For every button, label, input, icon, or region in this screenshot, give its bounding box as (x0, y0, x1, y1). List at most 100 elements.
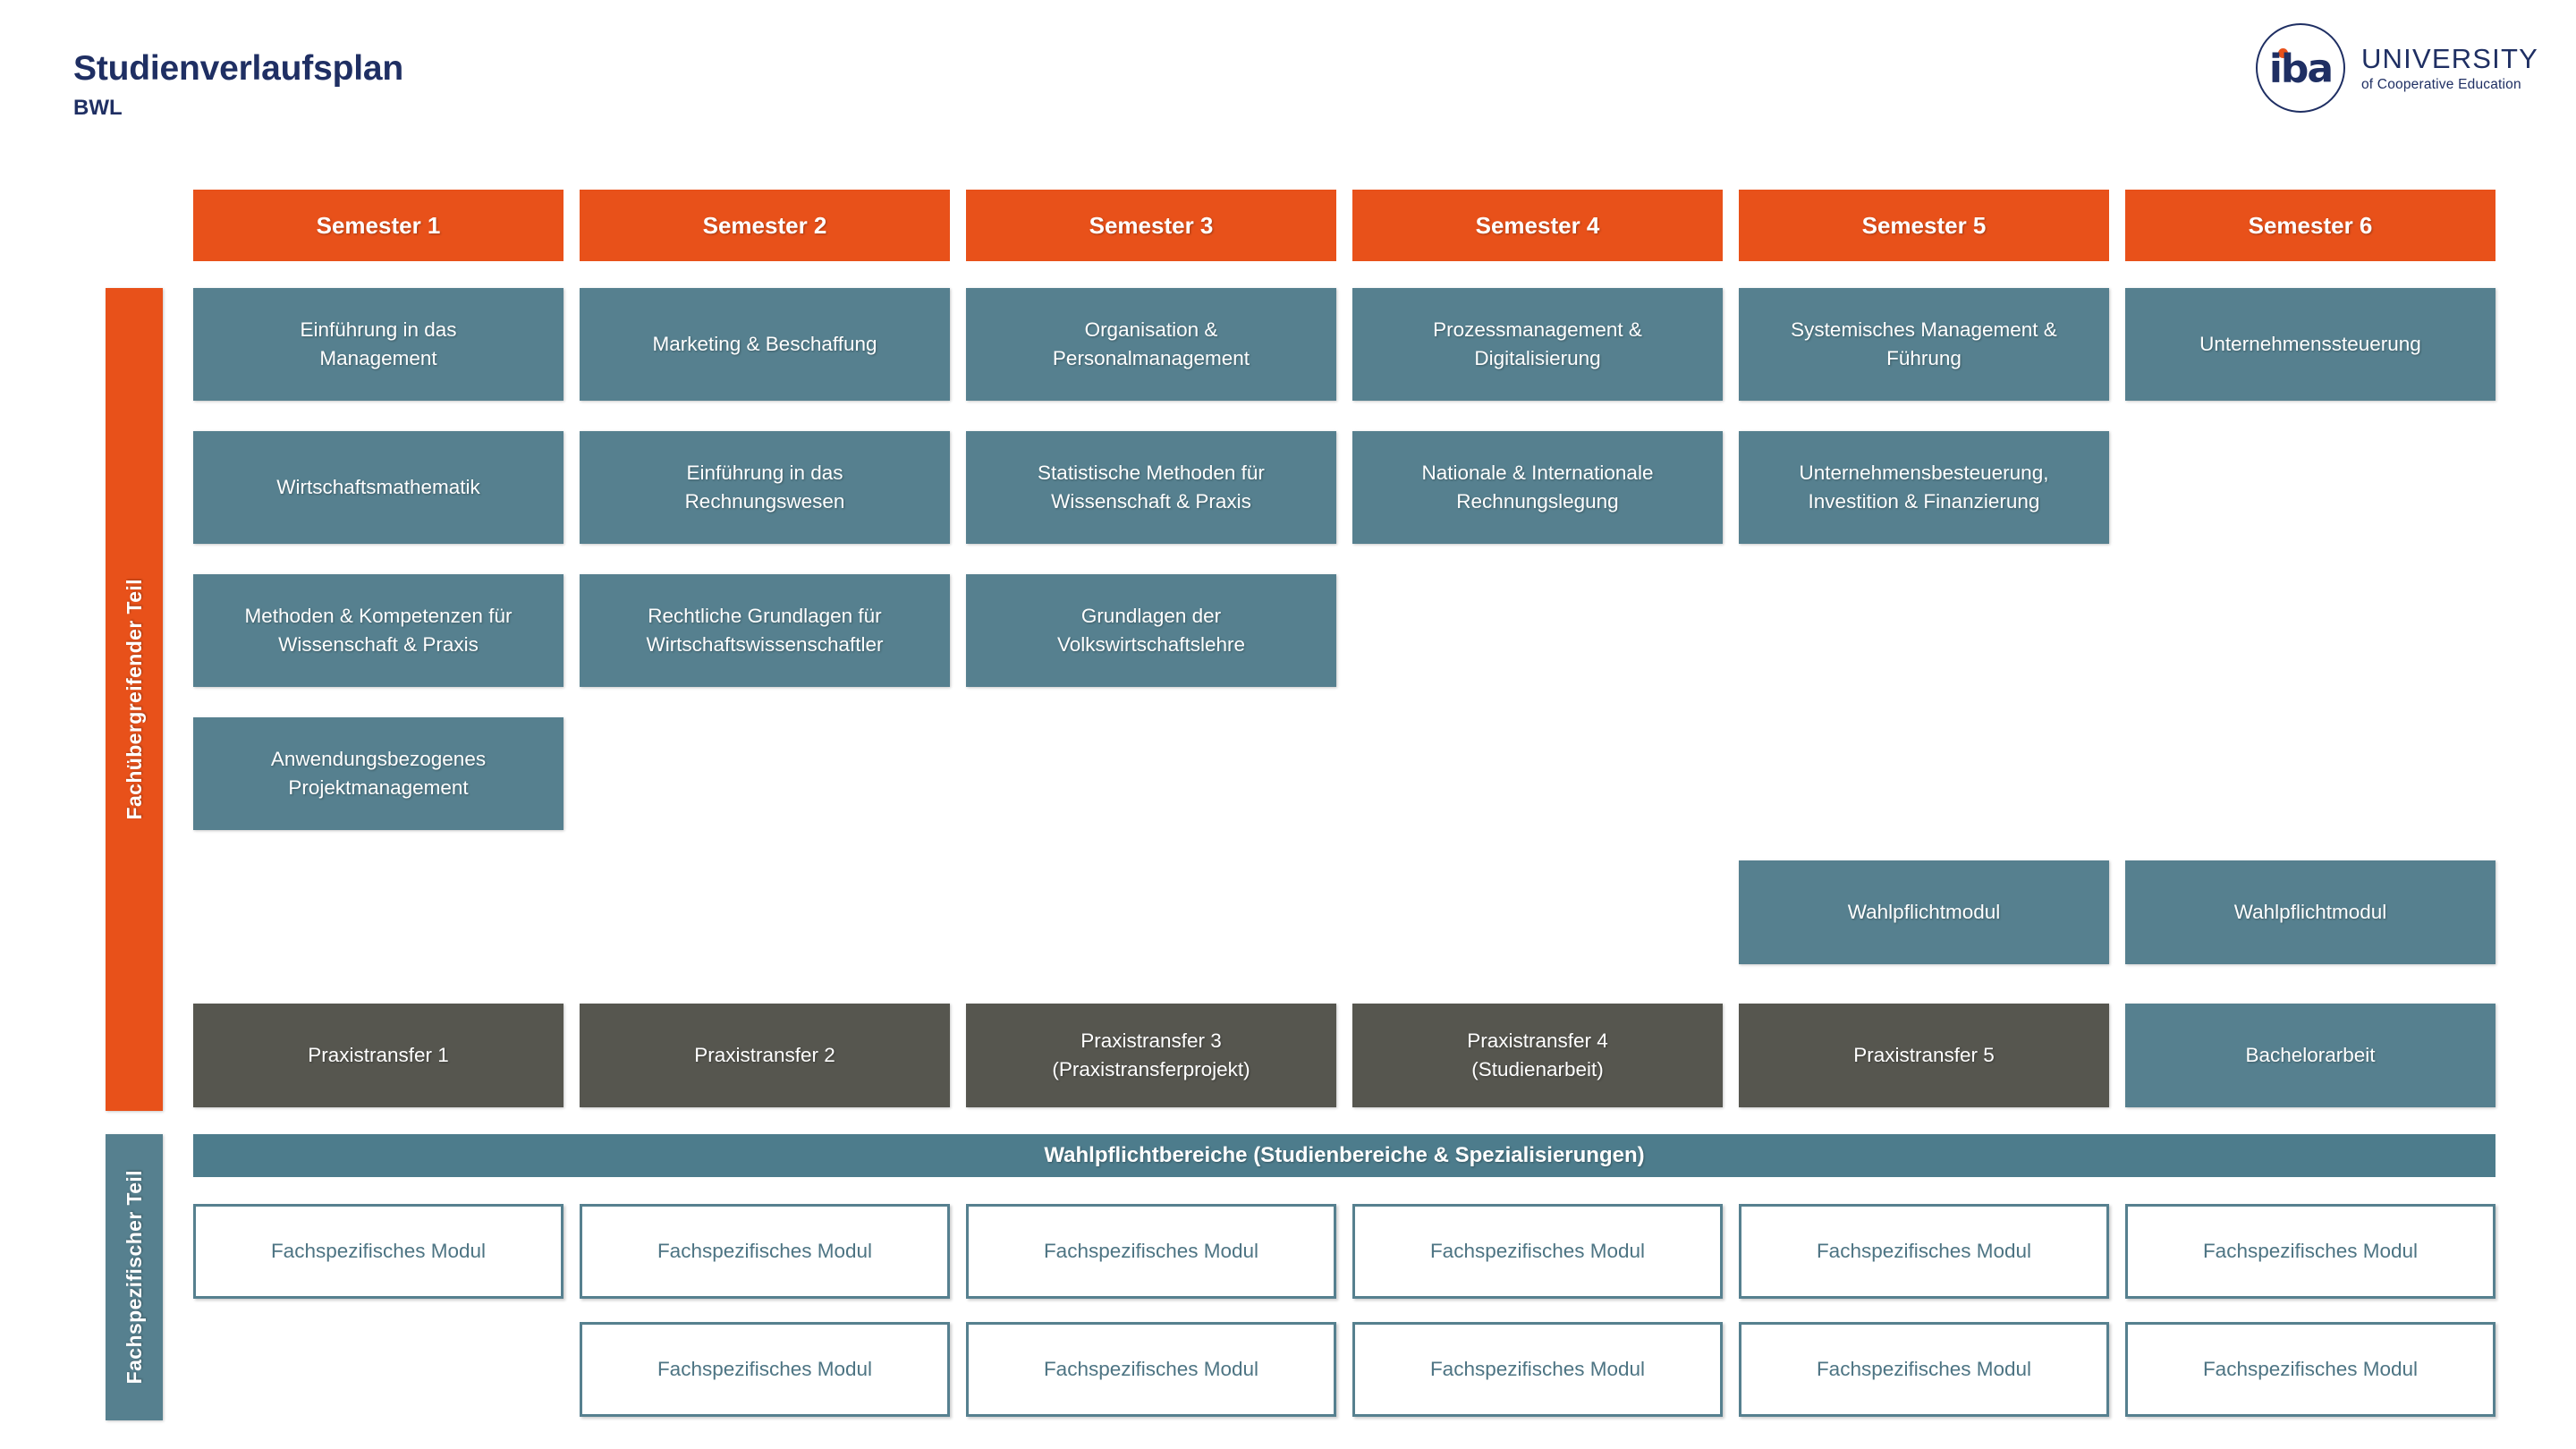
module-cell-line: Rechnungswesen (684, 490, 845, 513)
module-cell-label: Praxistransfer 3 (Praxistransferprojekt) (1052, 1027, 1250, 1084)
module-cell-line: (Studienarbeit) (1471, 1058, 1604, 1080)
module-cell-line: (Praxistransferprojekt) (1052, 1058, 1250, 1080)
semester-header-label: Semester 5 (1861, 211, 1987, 239)
module-cell[interactable]: Unternehmensbesteuerung,Investition & Fi… (1739, 431, 2109, 544)
module-cell-line: Organisation & (1084, 318, 1218, 342)
module-cell-label: Fachspezifisches Modul (2203, 1355, 2418, 1384)
semester-header-label: Semester 4 (1475, 211, 1600, 239)
module-cell-label: Bachelorarbeit (2245, 1041, 2375, 1070)
semester-header-1[interactable]: Semester 1 (193, 190, 564, 261)
module-cell-line: Marketing & Beschaffung (652, 333, 877, 356)
side-label-text: Fachspezifischer Teil (122, 1170, 146, 1385)
module-cell-line: Volkswirtschaftslehre (1056, 633, 1246, 656)
module-cell[interactable]: Systemisches Management &Führung (1739, 288, 2109, 401)
module-cell-label: Fachspezifisches Modul (271, 1237, 486, 1266)
module-cell-label: Fachspezifisches Modul (1817, 1237, 2031, 1266)
side-label-fachspezifisch: Fachspezifischer Teil (106, 1134, 163, 1420)
module-cell[interactable]: Fachspezifisches Modul (1352, 1322, 1723, 1417)
module-cell-line: Führung (1886, 347, 1962, 369)
semester-header-2[interactable]: Semester 2 (580, 190, 950, 261)
module-cell[interactable]: Prozessmanagement &Digitalisierung (1352, 288, 1723, 401)
module-cell[interactable]: Wirtschaftsmathematik (193, 431, 564, 544)
module-cell[interactable]: Fachspezifisches Modul (2125, 1204, 2496, 1299)
module-cell[interactable]: Marketing & Beschaffung (580, 288, 950, 401)
semester-header-3[interactable]: Semester 3 (966, 190, 1336, 261)
module-cell-line: Wissenschaft & Praxis (278, 633, 479, 656)
module-cell-label: Praxistransfer 2 (694, 1041, 835, 1070)
module-cell-line: Fachspezifisches Modul (1043, 1240, 1259, 1263)
module-cell-line: Methoden & Kompetenzen für (244, 605, 513, 628)
module-cell-label: Praxistransfer 1 (308, 1041, 449, 1070)
title-block: Studienverlaufsplan BWL (73, 49, 403, 120)
module-cell-line: Statistische Methoden für (1038, 462, 1265, 485)
module-cell-label: Fachspezifisches Modul (2203, 1237, 2418, 1266)
module-cell-line: Nationale & Internationale (1421, 462, 1654, 485)
module-cell[interactable]: Fachspezifisches Modul (580, 1204, 950, 1299)
module-cell-line: Investition & Finanzierung (1808, 490, 2040, 513)
module-cell[interactable]: Praxistransfer 1 (193, 1004, 564, 1107)
module-cell[interactable]: Fachspezifisches Modul (2125, 1322, 2496, 1417)
module-cell-line: Einführung in das (686, 462, 843, 485)
module-cell[interactable]: Fachspezifisches Modul (193, 1204, 564, 1299)
module-cell-line: Management (319, 347, 437, 369)
module-cell[interactable]: Fachspezifisches Modul (1739, 1322, 2109, 1417)
module-cell[interactable]: Fachspezifisches Modul (580, 1322, 950, 1417)
module-cell[interactable]: Fachspezifisches Modul (966, 1204, 1336, 1299)
module-cell[interactable]: Praxistransfer 5 (1739, 1004, 2109, 1107)
module-cell-line: Fachspezifisches Modul (657, 1358, 873, 1381)
page-header: Studienverlaufsplan BWL iba UNIVERSITY o… (0, 0, 2576, 179)
module-cell-line: Fachspezifisches Modul (2202, 1358, 2419, 1381)
logo-university-label: UNIVERSITY (2360, 42, 2538, 74)
module-cell[interactable]: Unternehmenssteuerung (2125, 288, 2496, 401)
module-cell-line: Praxistransfer 3 (1080, 1030, 1222, 1053)
iba-circle-logo-icon: iba (2255, 23, 2345, 113)
module-cell[interactable]: Wahlpflichtmodul (1739, 860, 2109, 964)
module-cell[interactable]: Fachspezifisches Modul (1352, 1204, 1723, 1299)
logo-tagline-label: of Cooperative Education (2360, 77, 2521, 93)
module-cell-label: Fachspezifisches Modul (1430, 1355, 1645, 1384)
module-cell-line: Personalmanagement (1052, 347, 1250, 369)
module-cell[interactable]: Praxistransfer 2 (580, 1004, 950, 1107)
module-cell-line: Fachspezifisches Modul (1816, 1240, 2032, 1263)
module-cell[interactable]: Fachspezifisches Modul (1739, 1204, 2109, 1299)
semester-header-4[interactable]: Semester 4 (1352, 190, 1723, 261)
iba-logo: iba UNIVERSITY of Cooperative Education (2255, 23, 2538, 113)
module-cell[interactable]: Praxistransfer 4(Studienarbeit) (1352, 1004, 1723, 1107)
module-cell[interactable]: Praxistransfer 3 (Praxistransferprojekt) (966, 1004, 1336, 1107)
module-cell-label: Fachspezifisches Modul (657, 1355, 872, 1384)
wahlpflichtbereiche-band[interactable]: Wahlpflichtbereiche (Studienbereiche & S… (193, 1134, 2496, 1177)
semester-header-5[interactable]: Semester 5 (1739, 190, 2109, 261)
module-cell-label: Fachspezifisches Modul (1430, 1237, 1645, 1266)
module-cell-label: Praxistransfer 5 (1853, 1041, 1995, 1070)
module-cell[interactable]: Organisation & Personalmanagement (966, 288, 1336, 401)
module-cell-line: Wirtschaftsmathematik (276, 476, 480, 499)
module-cell[interactable]: Fachspezifisches Modul (966, 1322, 1336, 1417)
module-cell-label: Fachspezifisches Modul (1044, 1237, 1258, 1266)
module-cell-line: Grundlagen der (1080, 605, 1222, 628)
module-cell-line: Rechtliche Grundlagen für (648, 605, 882, 628)
page-subtitle: BWL (73, 95, 123, 120)
module-cell[interactable]: Bachelorarbeit (2125, 1004, 2496, 1107)
module-cell-label: Fachspezifisches Modul (1044, 1355, 1258, 1384)
module-cell-label: Prozessmanagement &Digitalisierung (1433, 316, 1642, 373)
semester-header-6[interactable]: Semester 6 (2125, 190, 2496, 261)
module-cell[interactable]: Wahlpflichtmodul (2125, 860, 2496, 964)
module-cell-line: Fachspezifisches Modul (2202, 1240, 2419, 1263)
module-cell-label: Wahlpflichtmodul (1848, 898, 2001, 927)
module-cell-line: Wahlpflichtmodul (2233, 901, 2387, 924)
